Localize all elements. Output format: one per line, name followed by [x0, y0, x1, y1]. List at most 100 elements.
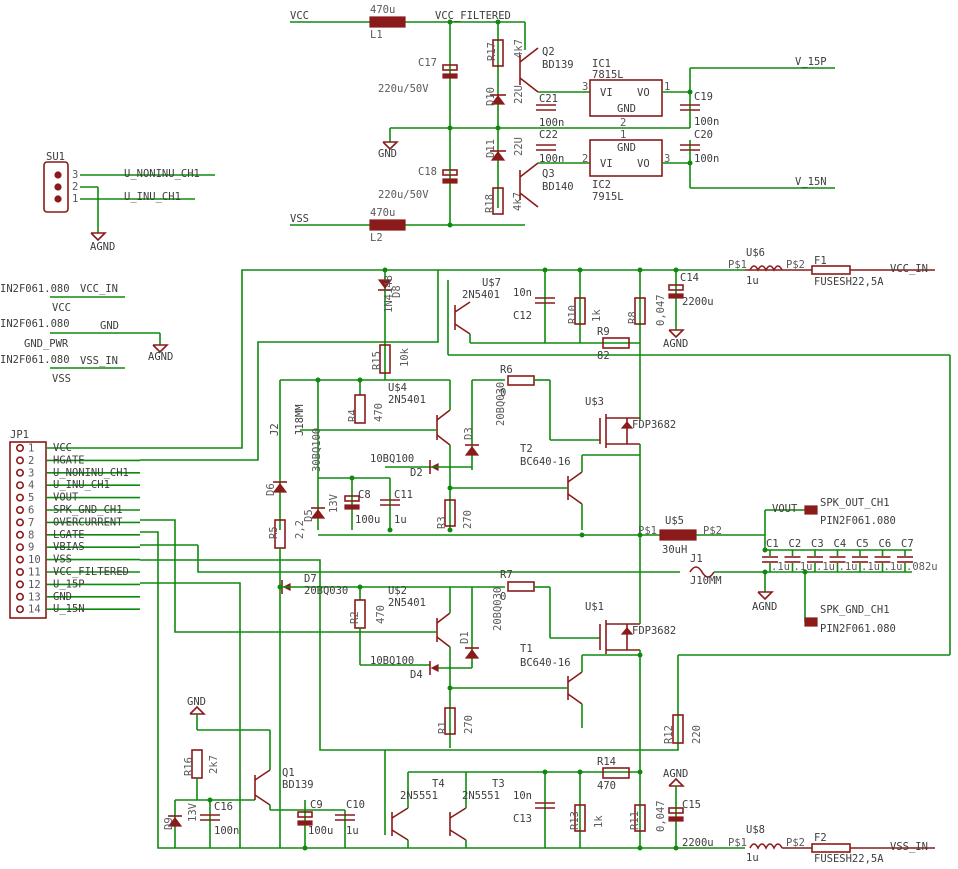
c2-label: C2	[789, 538, 802, 550]
c1-label: C1	[766, 538, 779, 550]
t3-value: 2N5551	[462, 790, 500, 802]
r12-label: R12	[663, 725, 675, 744]
r17-label: R17	[486, 42, 498, 61]
r13-label: R13	[569, 811, 581, 830]
jp1-body	[9, 441, 47, 619]
u7-value: 2N5401	[462, 289, 500, 301]
d1-label: D1	[459, 631, 471, 644]
r11-value: 0,047	[655, 800, 667, 832]
f1-label: F1	[814, 255, 827, 267]
r2-label: R2	[349, 611, 361, 624]
r6-label: R6	[500, 364, 513, 376]
jp1-pin-number: 3	[28, 467, 34, 479]
u6-p2: P$2	[786, 259, 805, 271]
q1-label: Q1	[282, 767, 295, 779]
q1-value: BD139	[282, 779, 314, 791]
choke-u6	[749, 265, 783, 272]
r16-value: 2k7	[208, 755, 220, 774]
pin-vcc-in-label: VCC_IN	[80, 283, 118, 295]
r14-label: R14	[597, 756, 616, 768]
jp1-pin-hole	[15, 493, 24, 502]
jp1-pin-number: 9	[28, 542, 34, 554]
u4-value: 2N5401	[388, 394, 426, 406]
resistor-r4	[354, 394, 366, 424]
amplifier-wiring: 1N4148 D8 R15 10k U$7 2N5401 10n C12 R10…	[140, 247, 951, 865]
d6-value: 30BQ100	[311, 428, 323, 472]
jp1-pin-signal: U_INU_CH1	[53, 479, 110, 491]
choke-u8	[749, 843, 783, 850]
power-input-pins: IN2F061.080 VCC_IN VCC IN2F061.080 GND A…	[0, 283, 173, 385]
r2-value: 470	[375, 605, 387, 624]
jp1-pin-number: 2	[28, 455, 34, 467]
resistor-r15	[379, 344, 391, 374]
c13-value: 10n	[513, 790, 532, 802]
su1-pin-1: 1	[72, 193, 78, 205]
jp1-pin-signal: LGATE	[53, 529, 85, 541]
jp1-pin-hole	[15, 456, 24, 465]
u3-value: FDP3682	[632, 419, 676, 431]
d7-value: 20BQ030	[304, 585, 348, 597]
r5-value: 2,2	[294, 520, 306, 539]
pin-vss-part: IN2F061.080	[0, 354, 70, 366]
u7-label: U$7	[482, 277, 501, 289]
r15-value: 10k	[399, 347, 411, 367]
jp1-pin-hole	[15, 505, 24, 514]
d4-label: D4	[410, 669, 423, 681]
regulator-ic1	[589, 79, 663, 117]
agnd-label-c14: AGND	[663, 338, 688, 350]
jp1-pin-hole	[15, 580, 24, 589]
d8-value: 1N4148	[383, 275, 395, 313]
agnd-label-c15: AGND	[663, 768, 688, 780]
c12-label: C12	[513, 310, 532, 322]
jp1-pin-signal: HGATE	[53, 454, 85, 466]
c14-label: C14	[680, 272, 699, 284]
c2-value: .1u	[794, 561, 813, 573]
spk-out-label: SPK_OUT_CH1	[820, 497, 890, 509]
diode-d8	[377, 279, 393, 289]
pin-vss-in-label: VSS_IN	[80, 355, 118, 367]
r16-label: R16	[183, 757, 195, 776]
c4-value: .1u	[839, 561, 858, 573]
capacitor-c9	[297, 811, 313, 818]
ic1-pin3: 3	[582, 81, 588, 93]
d8-label: D8	[391, 285, 403, 298]
resistor-r10	[574, 297, 586, 325]
c21-label: C21	[539, 93, 558, 105]
diode-d1	[464, 649, 480, 659]
su1-pin-3: 3	[72, 169, 78, 181]
jp1-pin-hole	[15, 555, 24, 564]
zener-d10	[490, 95, 506, 105]
u8-p2: P$2	[786, 837, 805, 849]
r7-value: 0	[500, 591, 506, 603]
net-v15n-label: V_15N	[795, 176, 827, 188]
q2-value: BD139	[542, 59, 574, 71]
t4-value: 2N5551	[400, 790, 438, 802]
c7-label: C7	[901, 538, 914, 550]
ic2-pin3: 3	[664, 153, 670, 165]
inductor-l1	[369, 16, 406, 28]
capacitor-c15	[668, 807, 684, 814]
jp1-label: JP1	[10, 429, 29, 441]
q2-label: Q2	[542, 46, 555, 58]
resistor-r8	[634, 297, 646, 325]
c19-value: 100n	[694, 116, 719, 128]
c21-value: 100n	[539, 117, 564, 129]
jp1-pin-signal: VBIAS	[53, 541, 85, 553]
d5-label: D5	[303, 509, 315, 522]
t3-label: T3	[492, 778, 505, 790]
c9-value: 100u	[308, 825, 333, 837]
su1-pin-2: 2	[72, 181, 78, 193]
jp1-pin-number: 1	[28, 443, 34, 455]
t2-value: BC640-16	[520, 456, 571, 468]
resistor-r11	[634, 804, 646, 832]
fuse-f2	[811, 843, 851, 853]
pin-spk-gnd	[804, 617, 818, 627]
jp1-pin-hole	[15, 592, 24, 601]
agnd-symbol-su1	[90, 232, 107, 242]
capacitor-c8	[344, 495, 360, 502]
spk-gnd-label: SPK_GND_CH1	[820, 604, 890, 616]
d9-value: 13V	[187, 802, 199, 822]
r7-label: R7	[500, 569, 513, 581]
c15-value: 2200u	[682, 837, 714, 849]
c10-value: 1u	[346, 825, 359, 837]
